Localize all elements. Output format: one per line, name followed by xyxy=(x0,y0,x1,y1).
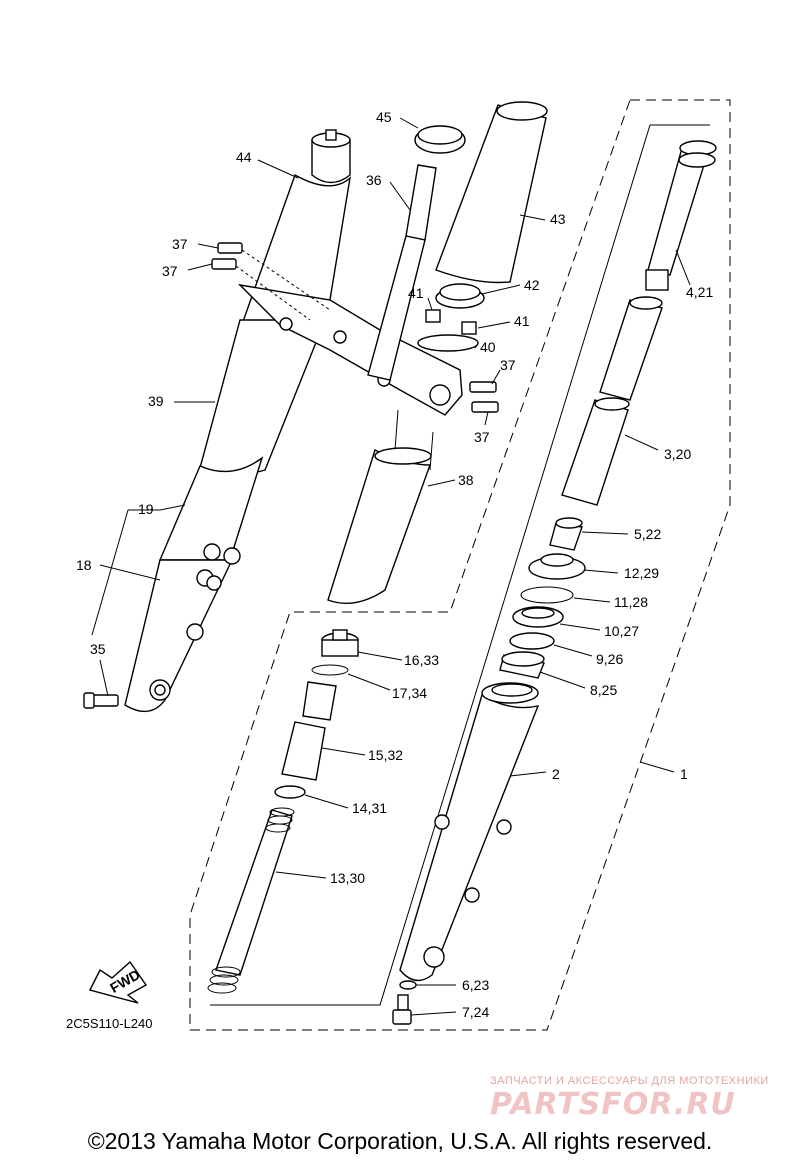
washer-6 xyxy=(399,980,417,990)
label-11-28: 11,28 xyxy=(614,594,648,610)
nuts-41 xyxy=(425,309,477,335)
spacer-15 xyxy=(281,681,337,781)
label-18: 18 xyxy=(76,557,92,573)
label-37-d: 37 xyxy=(474,429,490,445)
watermark-brand: PARTSFOR.RU xyxy=(490,1087,736,1122)
copyright-notice: ©2013 Yamaha Motor Corporation, U.S.A. A… xyxy=(87,1128,713,1154)
label-12-29: 12,29 xyxy=(624,565,659,581)
label-2: 2 xyxy=(552,766,560,782)
label-10-27: 10,27 xyxy=(604,623,639,639)
label-5-22: 5,22 xyxy=(634,526,661,542)
label-38: 38 xyxy=(458,472,474,488)
label-41-b: 41 xyxy=(514,313,530,329)
label-8-25: 8,25 xyxy=(590,682,617,698)
washer-10 xyxy=(512,606,564,628)
group-outline-1 xyxy=(189,99,731,1031)
label-37-a: 37 xyxy=(172,236,188,252)
label-3-20: 3,20 xyxy=(664,446,691,462)
seal-12 xyxy=(528,553,586,580)
label-1: 1 xyxy=(680,766,688,782)
outer-tube-2 xyxy=(399,682,540,982)
part-labels: 44 45 36 37 37 43 42 41 41 40 37 37 39 3… xyxy=(76,109,713,1020)
label-35: 35 xyxy=(90,641,106,657)
damper-rod-16 xyxy=(321,629,359,657)
label-15-32: 15,32 xyxy=(368,747,403,763)
label-6-23: 6,23 xyxy=(462,977,489,993)
clip-11 xyxy=(520,586,574,604)
diagram-code: 2C5S110-L240 xyxy=(66,1016,153,1031)
leader-lines xyxy=(91,117,691,1016)
label-19: 19 xyxy=(138,501,154,517)
group-outline-inner xyxy=(210,124,710,1006)
label-4-21: 4,21 xyxy=(686,284,713,300)
label-14-31: 14,31 xyxy=(352,800,387,816)
label-7-24: 7,24 xyxy=(462,1004,489,1020)
label-39: 39 xyxy=(148,393,164,409)
bushing-8 xyxy=(499,651,545,679)
label-41-a: 41 xyxy=(408,285,424,301)
label-13-30: 13,30 xyxy=(330,870,365,886)
bolt-37-lower xyxy=(469,381,499,413)
label-17-34: 17,34 xyxy=(392,685,427,701)
label-37-c: 37 xyxy=(500,357,516,373)
washer-14 xyxy=(274,785,306,799)
bracket xyxy=(237,283,463,416)
inner-tube-4 xyxy=(645,140,717,291)
ring-nut-42 xyxy=(435,283,485,309)
label-44: 44 xyxy=(236,149,252,165)
lower-cover-38 xyxy=(327,409,434,604)
watermark-tagline: ЗАПЧАСТИ И АКСЕССУАРЫ ДЛЯ МОТОТЕХНИКИ xyxy=(490,1075,769,1087)
bushing-5 xyxy=(549,517,583,551)
spring-13 xyxy=(207,807,295,994)
inner-tube-3 xyxy=(561,296,663,506)
label-9-26: 9,26 xyxy=(596,651,623,667)
upper-cover-43 xyxy=(435,101,548,284)
label-36: 36 xyxy=(366,172,382,188)
label-16-33: 16,33 xyxy=(404,652,439,668)
label-40: 40 xyxy=(480,339,496,355)
fwd-arrow-icon: FWD xyxy=(88,960,148,1004)
label-42: 42 xyxy=(524,277,540,293)
label-45: 45 xyxy=(376,109,392,125)
bearing-45 xyxy=(414,125,466,154)
o-ring-17 xyxy=(311,664,349,676)
steering-stem xyxy=(367,164,437,381)
label-43: 43 xyxy=(550,211,566,227)
washer-9 xyxy=(509,632,555,650)
left-fork-assembly xyxy=(83,129,352,713)
plate-40 xyxy=(417,334,479,352)
bolt-7 xyxy=(392,994,412,1025)
label-37-b: 37 xyxy=(162,263,178,279)
